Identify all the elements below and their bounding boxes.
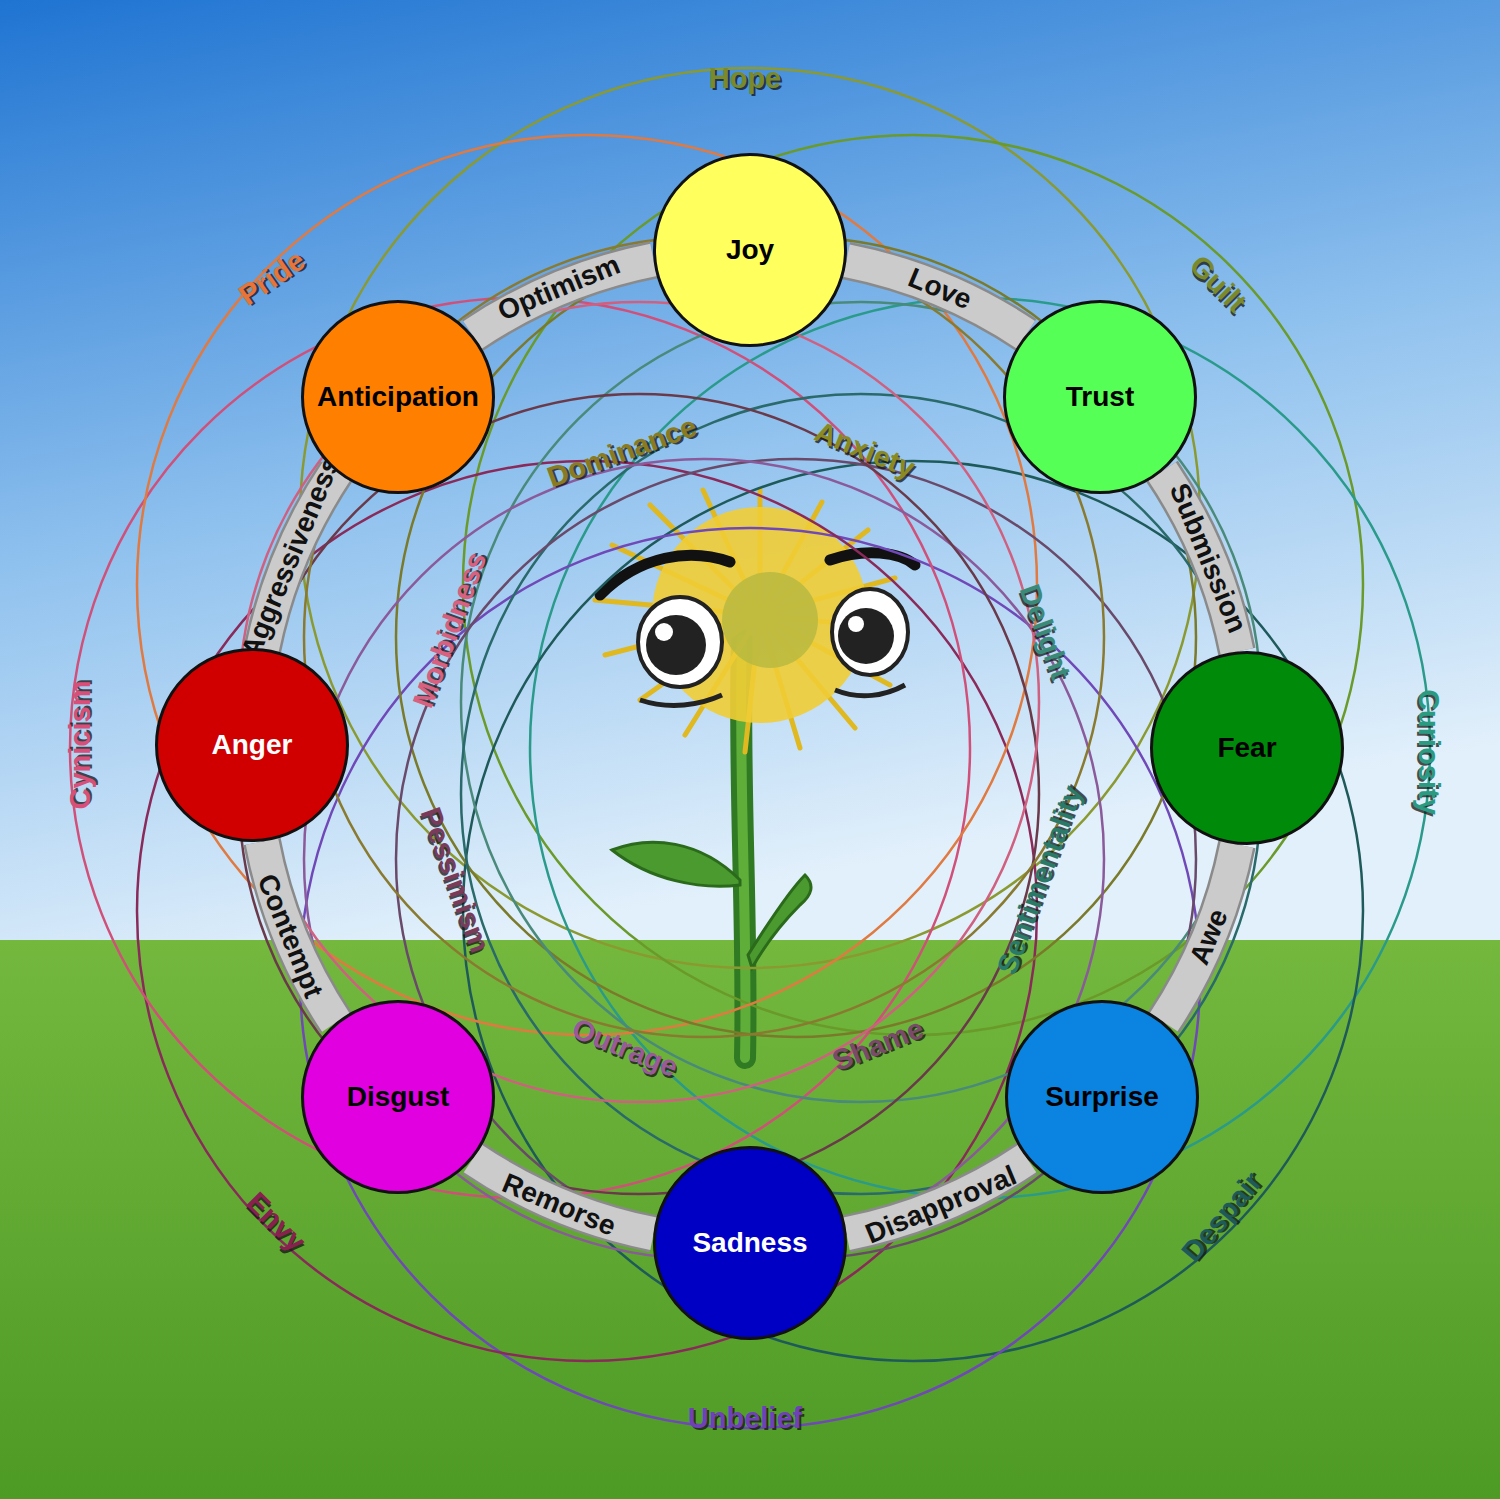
- dyad-label: Curiosity: [1412, 689, 1445, 815]
- emotion-band: [847, 261, 1026, 335]
- emotion-circle: Anger: [155, 648, 349, 842]
- emotion-circle: Sadness: [653, 1146, 847, 1340]
- dyad-rings: [70, 68, 1430, 1428]
- band-outline: [1164, 845, 1237, 1023]
- emotion-circle: Anticipation: [301, 300, 495, 494]
- emotion-name: Disgust: [301, 1000, 495, 1194]
- dyad-label: Hope: [709, 62, 782, 95]
- emotion-circle: Trust: [1003, 300, 1197, 494]
- emotion-name: Sadness: [653, 1146, 847, 1340]
- emotion-name: Trust: [1003, 300, 1197, 494]
- flower: [595, 490, 915, 1058]
- band-fill: [1164, 845, 1237, 1023]
- emotion-circle: Joy: [653, 153, 847, 347]
- band-outline: [847, 261, 1026, 335]
- emotion-circle: Fear: [1150, 651, 1344, 845]
- band-fill: [847, 261, 1026, 335]
- emotion-circle: Disgust: [301, 1000, 495, 1194]
- emotion-name: Surprise: [1005, 1000, 1199, 1194]
- emotion-name: Joy: [653, 153, 847, 347]
- emotion-name: Fear: [1150, 651, 1344, 845]
- emotion-name: Anger: [155, 648, 349, 842]
- dyad-label: Unbelief: [688, 1402, 802, 1435]
- emotion-band: [1164, 845, 1237, 1023]
- emotion-name: Anticipation: [301, 300, 495, 494]
- emotion-circle: Surprise: [1005, 1000, 1199, 1194]
- dyad-label: Cynicism: [64, 681, 97, 810]
